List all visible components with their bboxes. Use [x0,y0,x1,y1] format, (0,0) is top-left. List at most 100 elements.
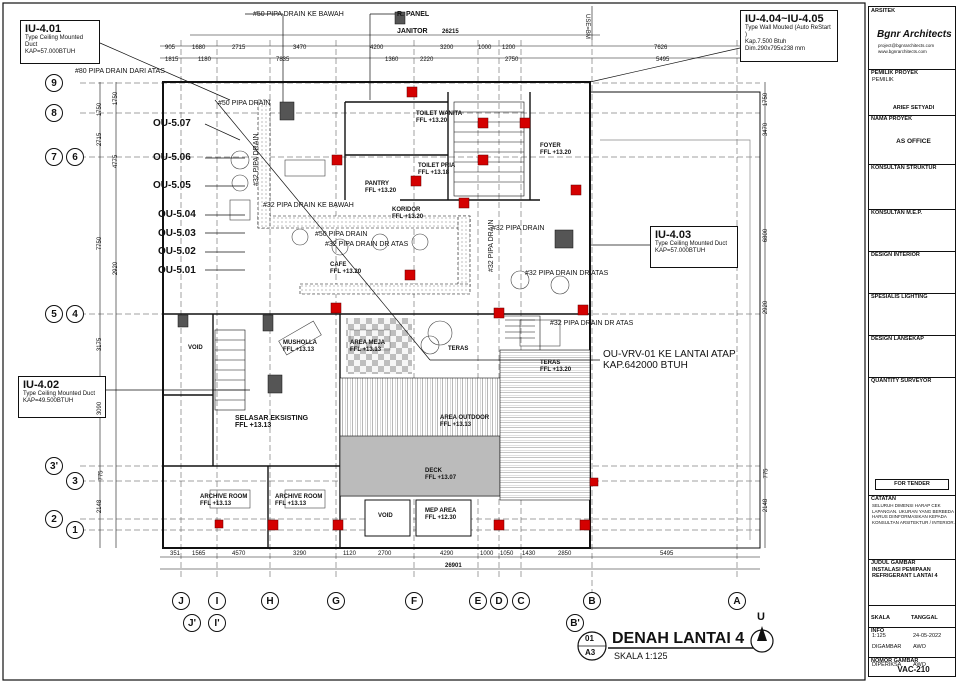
ou-label: OU-5.03 [158,228,196,239]
callout-title: IU-4.04~IU-4.05 [745,13,824,25]
tb-lighting-label: SPESIALIS LIGHTING [871,294,928,300]
tb-scale-label: SKALA [871,615,890,621]
grid-bubble-col: E [469,592,487,610]
tb-interior-label: DESIGN INTERIOR [871,252,920,258]
dim-bottom: 1120 [343,551,356,557]
ou-label: OU-5.07 [153,118,191,129]
dim-right: 2148 [763,498,770,513]
grid-bubble-row: 3' [45,457,63,475]
ou-label: OU-5.05 [153,180,191,191]
callout-capacity: KAP=49.500BTUH [23,398,74,404]
dim-bottom: 1050 [500,551,514,557]
tb-owner-person: ARIEF SETYADI [892,105,935,111]
tb-architect-name: Bgnr Architects [877,29,952,40]
grid-bubble-col: C [512,592,530,610]
tb-notes-label: CATATAN [871,496,896,502]
indoor-units [214,86,599,531]
callout-type: Type Ceiling Mounted Duct [23,391,96,397]
grid-bubble-col: F [405,592,423,610]
tb-sheet-label: NOMOR GAMBAR [871,658,919,664]
panel-label: R. PANEL [397,11,430,18]
ou-label: OU-5.04 [158,209,196,220]
plan-sheet: A3 [585,648,596,657]
pipe-label: #32 PIPA DRAIN [492,225,545,232]
grid-bubble-col: D [490,592,508,610]
tb-landscape-label: DESIGN LANSEKAP [871,336,924,342]
dim-left: 1750 [113,91,120,106]
callout-iu-4-02: IU-4.02 Type Ceiling Mounted Duct KAP=49… [18,376,106,418]
floor-plan-drawing [2,2,866,681]
pipe-label: #32 PIPA DRAIN DR ATAS [525,270,609,277]
dim-bottom: 351 [170,551,181,557]
dim-right: 3470 [763,122,770,137]
dim-bottom: 3290 [293,551,307,557]
dim-top: 1360 [385,57,399,63]
tb-date-label: TANGGAL [911,615,938,621]
room-label: VOID [188,345,203,351]
tb-qs-label: QUANTITY SURVEYOR [871,378,932,384]
dim-bottom: 2850 [558,551,572,557]
title-block: ARSITEK Bgnr Architects project@bgnrarch… [868,6,956,677]
dim-bottom: 4290 [440,551,454,557]
grid-bubble-col: I [208,592,226,610]
pipe-label: #50 PIPA DRAIN KE BAWAH [253,11,344,18]
grid-bubble-row: 9 [45,74,63,92]
dim-bottom: 4570 [232,551,246,557]
dim-lines-top [160,34,740,59]
tb-project-label: NAMA PROYEK [871,116,913,122]
duct-band [257,99,471,295]
grid-bubble-col: B' [566,614,584,632]
grid-bubble-row: 6 [66,148,84,166]
dim-bottom: 1565 [192,551,206,557]
tb-status: FOR TENDER [875,479,949,490]
janitor-label: JANITOR [397,28,428,35]
callout-type: Type Wall Mouted (Auto ReStart ) [745,25,831,38]
grid-bubble-col: J [172,592,190,610]
callout-iu-4-03: IU-4.03 Type Ceiling Mounted Duct KAP=57… [650,226,738,268]
dim-right: 775 [763,468,770,479]
dim-top: 1200 [502,45,516,51]
callout-iu-4-01: IU-4.01 Type Ceiling Mounted Duct KAP=57… [20,20,100,64]
dim-top: 4200 [370,45,384,51]
dim-bottom: 1430 [522,551,536,557]
dim-left: 7750 [97,236,104,251]
pipe-label: #32 PIPA DRAIN DR ATAS [550,320,634,327]
pipe-label: #32 PIPA DRAIN KE BAWAH [263,202,354,209]
tb-sheet-value: VAC-210 [897,665,930,674]
dim-right: 6800 [763,228,770,243]
dim-top: 2715 [232,45,246,51]
grid-bubble-row: 2 [45,510,63,528]
callout-title: IU-4.03 [655,229,692,241]
vertical-label: USE=BM [584,14,590,39]
callout-capacity: Kap.7.500 Btuh [745,39,787,45]
dim-top: 1815 [165,57,179,63]
pipe-label: #32 PIPA DRAIN [488,219,495,272]
tb-project-name: AS OFFICE [896,138,931,145]
dim-top: 3470 [293,45,307,51]
tb-drawing-title-line2: REFRIGERANT LANTAI 4 [872,573,938,579]
dim-right: 1750 [763,92,770,107]
tb-drawn-label: DIGAMBAR [872,644,902,650]
tb-drawn-value: AWO [913,644,926,650]
dim-left: 2920 [113,261,120,276]
dim-bottom: 1000 [480,551,494,557]
tb-checked-label: DIPERIKSA [872,662,902,668]
north-arrow-icon [757,626,767,641]
callout-title: IU-4.02 [23,379,60,391]
dim-right: 2920 [763,300,770,315]
dim-top: 3200 [440,45,454,51]
tb-owner-label: PEMILIK PROYEK [871,70,919,76]
callout-capacity: KAP=57.000BTUH [25,49,76,55]
dim-bottom-total: 26901 [445,563,462,569]
dim-bottom: 2700 [378,551,392,557]
tb-owner-value: PEMILIK [872,77,894,83]
dim-top: 1680 [192,45,206,51]
